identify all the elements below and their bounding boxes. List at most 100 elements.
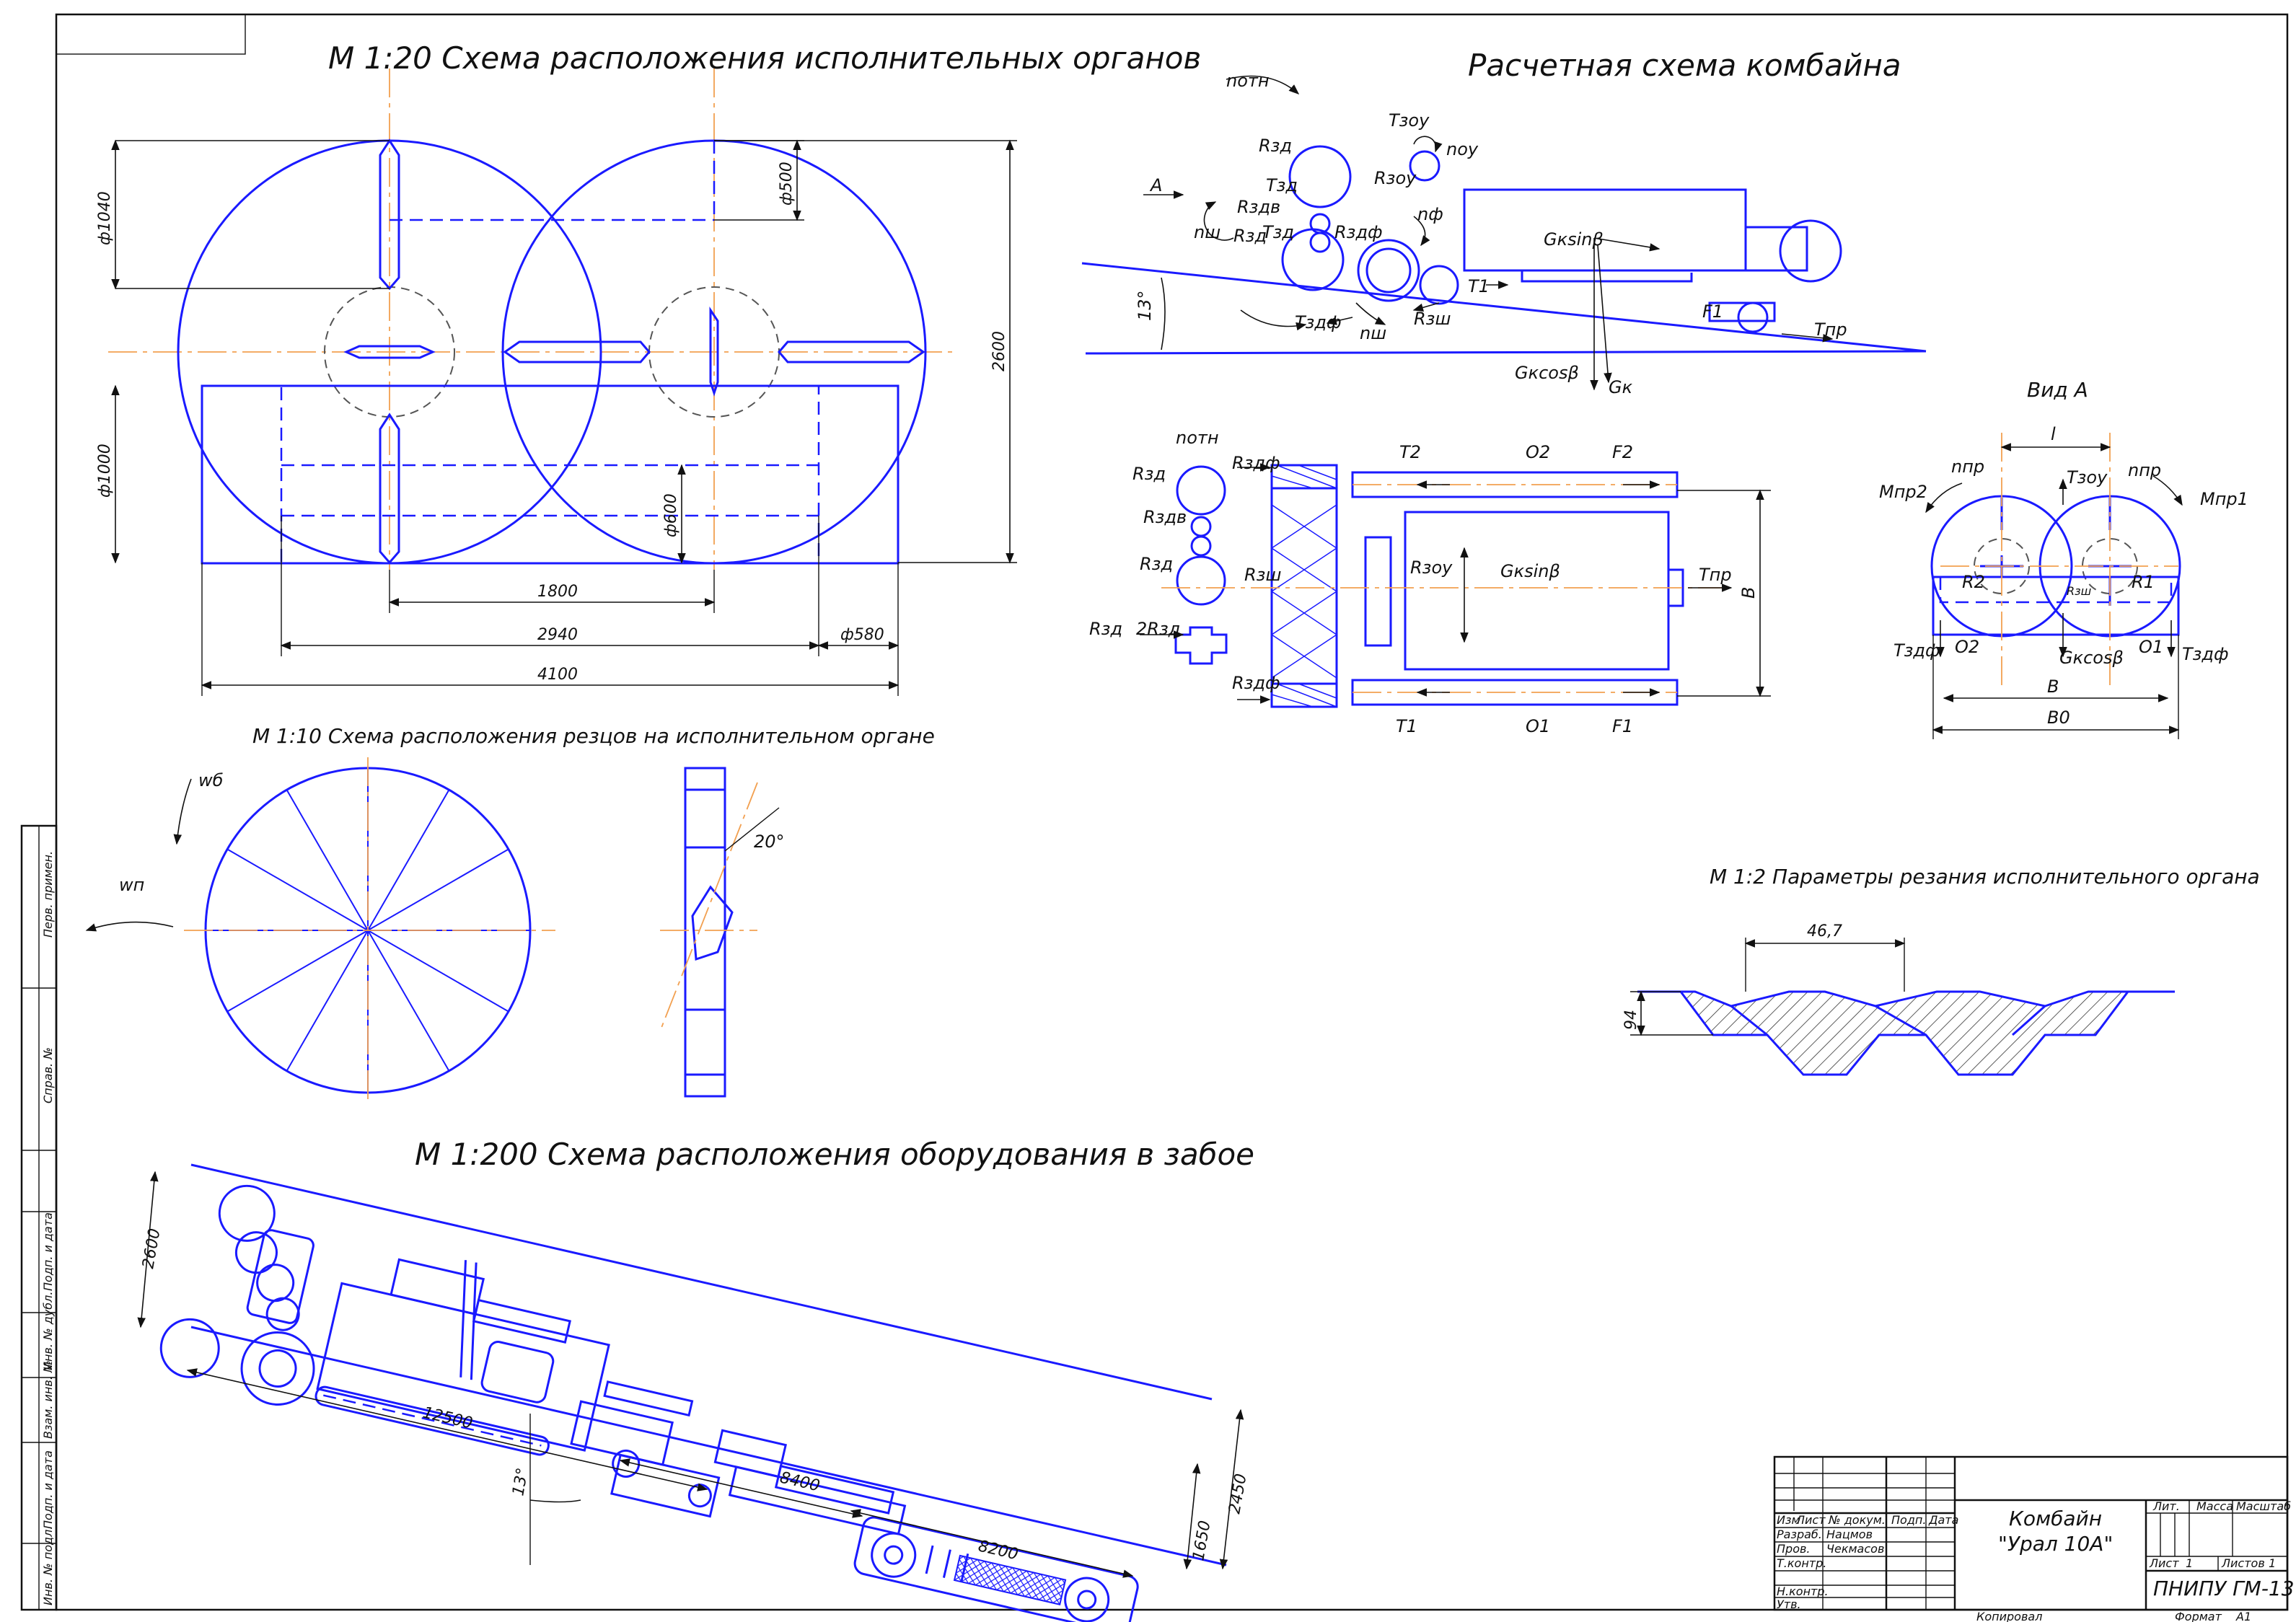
stamp-label-1: Перв. примен. [41,851,55,938]
calc-n-sh: nш [1194,222,1220,242]
stamp-label-7: Инв. № подл. [41,1526,55,1605]
plan-r-zdf2: Rздф [1232,673,1280,693]
calc-angle: 13° [1135,290,1155,321]
cutting-width: 46,7 [1807,922,1842,940]
view-r2: R2 [1962,572,1985,592]
calc-r-zdf: Rздф [1334,222,1383,242]
stamp-label-6: Подп. и дата [41,1450,55,1529]
face-scheme: М 1:200 Схема расположения оборудования … [137,1137,1254,1622]
face-d1650: 1650 [1189,1520,1214,1562]
plan-t2: T2 [1399,442,1421,462]
view-gk-cos: Gкcosβ [2059,648,2124,668]
organs-title: М 1:20 Схема расположения исполнительных… [328,40,1201,76]
view-a-title: Вид А [2027,378,2088,402]
calc-r-zd: Rзд [1259,136,1292,156]
calc-r-zou: Rзоу [1374,168,1417,188]
title-block: Изм Лист № докум. Подп. Дата Разраб. Нац… [1773,1455,2295,1622]
calc-t-zd2: Tзд [1262,222,1294,242]
cutter-spoke [286,930,369,1072]
view-t-zdf2: Tздф [1893,640,1940,661]
side-stamp: Перв. примен. Справ. № Подп. и дата Инв.… [20,824,58,1611]
plan-n-otn: nотн [1176,428,1219,448]
face-d8400: 8400 [778,1468,822,1495]
calc-r-zd2: Rзд [1233,226,1267,246]
cutting-height: 94 [1622,1010,1640,1030]
tb-role-1: Разраб. [1777,1528,1822,1541]
cutter-spoke [367,930,450,1072]
view-r-zsh: Rзш [2067,584,2092,598]
tb-org: ПНИПУ ГМ-13 [2153,1577,2295,1600]
stamp-label-2: Справ. № [41,1047,55,1103]
tb-sheets: Листов [2221,1556,2265,1570]
plan-scheme: nотн Rзд Rздф Rздв Rзд Rзш Rзд 2Rзд Rздф… [1089,428,1771,736]
cutter-spoke [367,848,509,931]
cutter-wn: wп [119,875,144,895]
plan-r-zd: Rзд [1132,464,1166,484]
tb-role-5: Н.контр. [1777,1584,1829,1598]
plan-t1: T1 [1396,716,1417,736]
plan-gk-sin: Gкsinβ [1500,561,1560,581]
plan-2r: 2Rзд [1136,619,1180,639]
calc-gk-cos: Gкcosβ [1515,363,1579,383]
dim-d580: ф580 [840,626,884,644]
calc-gk-sin: Gкsinβ [1544,229,1604,250]
dim-w2940: 2940 [537,626,578,644]
tb-format: Формат [2175,1610,2222,1622]
organs-scheme: М 1:20 Схема расположения исполнительных… [96,40,1201,696]
face-title: М 1:200 Схема расположения оборудования … [415,1137,1254,1172]
calc-t1: T1 [1468,276,1490,296]
tb-h-sign: Подп. [1891,1513,1926,1527]
sheet-frame [55,13,2289,1611]
plan-r-zou: Rзоу [1410,557,1453,578]
face-d2450: 2450 [1226,1473,1250,1515]
calc-title: Расчетная схема комбайна [1468,48,1901,83]
tb-h-date: Дата [1928,1513,1958,1527]
plan-r-zd2: Rзд [1140,554,1173,574]
calc-n-sh2: nш [1360,323,1386,343]
calc-gk: Gк [1609,377,1633,397]
plan-r-zd3: Rзд [1089,619,1122,639]
calc-f1: F1 [1702,301,1723,322]
cutter-wb: wб [198,770,224,790]
tb-sheet-no: 1 [2186,1556,2193,1570]
dim-d1000: ф1000 [96,444,114,498]
face-d8200: 8200 [977,1537,1020,1564]
tb-copied: Копировал [1976,1610,2042,1622]
view-b0: B0 [2047,708,2070,728]
face-angle: 13° [509,1466,532,1497]
stamp-label-5: Взам. инв. № [41,1360,55,1439]
cutting-title: М 1:2 Параметры резания исполнительного … [1710,865,2260,889]
calc-r-zsh: Rзш [1414,309,1451,329]
tb-h-izm: Изм [1777,1513,1800,1527]
plan-b: B [1738,587,1759,599]
tb-scale: Масштаб [2236,1499,2291,1513]
view-n-pr2: nпр [1951,457,1984,477]
view-o2: O2 [1955,637,1979,657]
cutting-scheme: М 1:2 Параметры резания исполнительного … [1622,865,2260,1076]
plan-f2: F2 [1612,442,1633,462]
view-l: l [2051,424,2056,444]
tb-role-6: Утв. [1777,1597,1801,1611]
view-r1: R1 [2132,572,2155,592]
dim-d500: ф500 [778,162,796,206]
cutter-spoke [226,930,369,1013]
tb-h-doc: № докум. [1828,1513,1886,1527]
calc-n-f: nф [1417,204,1443,224]
stamp-label-4: Инв. № дубл. [41,1292,55,1370]
calc-t-zd: Tзд [1266,175,1298,195]
tb-sheets-no: 1 [2269,1556,2276,1570]
calc-scheme: Расчетная схема комбайна 13° [1081,48,1927,397]
cutter-spoke [367,930,509,1013]
view-o1: O1 [2139,637,2163,657]
plan-o1: O1 [1526,716,1550,736]
calc-t-zdf: Tздф [1295,312,1342,332]
calc-n-ou: nоу [1446,139,1479,159]
dim-w1800: 1800 [537,583,578,601]
tb-name-1: Нацмов [1826,1528,1873,1541]
calc-a: A [1149,175,1162,195]
view-m-pr2: Mпр2 [1879,482,1927,502]
cutter-angle: 20° [754,832,785,852]
dim-d1040: ф1040 [96,191,114,245]
tb-name-line1: Комбайн [2009,1507,2102,1530]
